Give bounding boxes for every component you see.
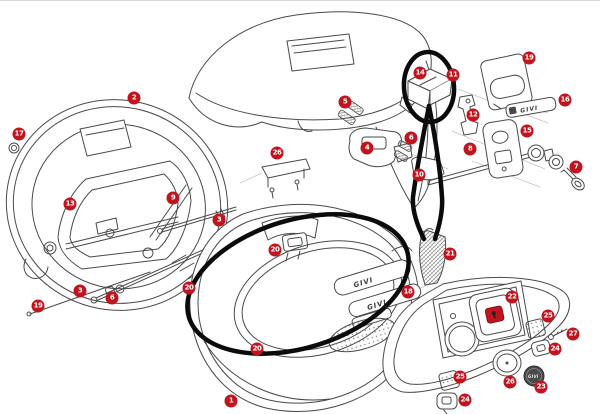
part-number-badge: 20 bbox=[182, 281, 196, 295]
right-inner-shell: GIVI bbox=[382, 276, 571, 414]
mesh-grille-part-21 bbox=[419, 228, 447, 286]
disc-part-26 bbox=[492, 349, 522, 377]
part-number-badge: 26 bbox=[503, 375, 517, 389]
part-number-badge: 8 bbox=[463, 142, 477, 156]
part-number-badge: 19 bbox=[522, 51, 536, 65]
key-part-7 bbox=[560, 167, 585, 191]
annotations bbox=[185, 49, 457, 356]
highlight-arrow-up bbox=[410, 103, 432, 242]
part-number-badge: 5 bbox=[338, 95, 352, 109]
reflector-strip-part-18: GIVI bbox=[333, 259, 411, 296]
part-number-badge: 24 bbox=[458, 393, 472, 407]
part-number-badge: 6 bbox=[404, 131, 418, 145]
part-number-badge: 3 bbox=[212, 213, 226, 227]
part-number-badge: 26 bbox=[270, 146, 284, 160]
bar-part-8 bbox=[427, 149, 543, 186]
part-number-badge: 6 bbox=[105, 291, 119, 305]
bracket-part-26 bbox=[261, 158, 311, 199]
part-number-badge: 23 bbox=[534, 380, 548, 394]
part-number-badge: 10 bbox=[412, 168, 426, 182]
part-number-badge: 13 bbox=[63, 197, 77, 211]
part-number-badge: 2 bbox=[127, 91, 141, 105]
branded-strip-part-16: GIVI bbox=[505, 96, 557, 118]
washer-part bbox=[8, 142, 20, 154]
part-number-badge: 27 bbox=[566, 327, 580, 341]
part-number-badge: 14 bbox=[413, 66, 427, 80]
part-number-badge: 20 bbox=[268, 243, 282, 257]
part-number-badge: 9 bbox=[166, 191, 180, 205]
part-number-badge: 24 bbox=[548, 342, 562, 356]
part-number-badge: 21 bbox=[443, 247, 457, 261]
highlight-circle-large bbox=[185, 212, 411, 356]
part-number-badge: 19 bbox=[31, 299, 45, 313]
lock-cover-plate-part-19 bbox=[480, 53, 533, 111]
part-number-badge: 17 bbox=[12, 127, 26, 141]
left-case-backplate bbox=[5, 99, 229, 311]
part-number-badge: 20 bbox=[250, 342, 264, 356]
part-number-badge: 22 bbox=[505, 290, 519, 304]
part-number-badge: 3 bbox=[73, 284, 87, 298]
part-number-badge: 25 bbox=[453, 370, 467, 384]
screw-part-27 bbox=[548, 328, 568, 340]
clip-2-part-24 bbox=[436, 392, 458, 414]
part-number-badge: 16 bbox=[558, 93, 572, 107]
part-number-badge: 25 bbox=[541, 309, 555, 323]
brand-text-cap: GIVI bbox=[528, 374, 539, 379]
part-number-badge: 7 bbox=[569, 160, 583, 174]
part-number-badge: 12 bbox=[466, 108, 480, 122]
rubber-pad-part-25 bbox=[525, 318, 546, 339]
part-number-badge: 11 bbox=[446, 68, 460, 82]
latch-base-part-4 bbox=[348, 127, 402, 168]
case-lid bbox=[188, 11, 438, 209]
lock-cover-part-15 bbox=[482, 119, 524, 179]
lock-barrels bbox=[527, 144, 564, 170]
part-number-badge: 18 bbox=[401, 285, 415, 299]
part-number-badge: 15 bbox=[520, 124, 534, 138]
inner-frame bbox=[57, 160, 192, 270]
part-number-badge: 4 bbox=[360, 141, 374, 155]
brand-text-strip-16: GIVI bbox=[520, 105, 539, 115]
part-number-badge: 1 bbox=[224, 394, 238, 408]
